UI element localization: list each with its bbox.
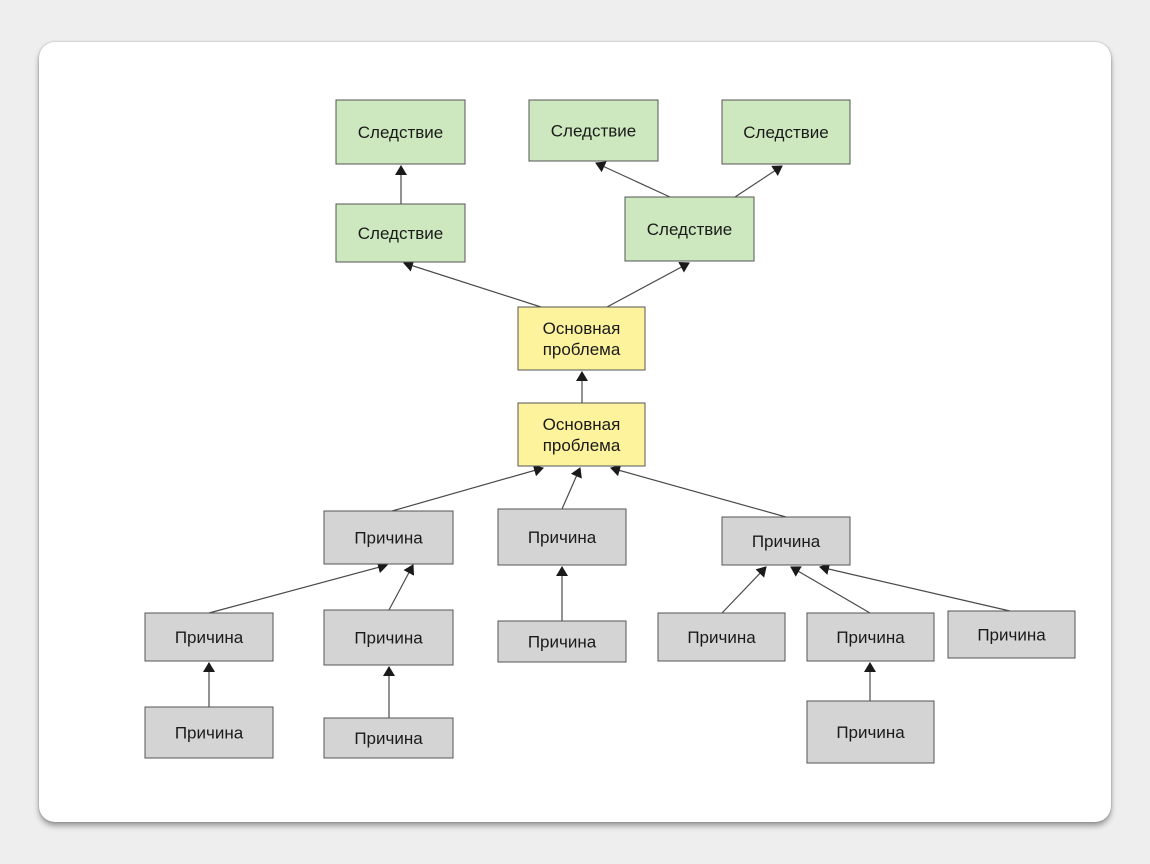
node-cause-1: Причина bbox=[323, 510, 454, 565]
cause-label: Причина bbox=[175, 724, 244, 743]
cause-box bbox=[497, 508, 627, 566]
cause-box bbox=[497, 620, 627, 663]
core-label: Основная bbox=[543, 319, 621, 338]
core-box bbox=[517, 306, 646, 371]
core-label: проблема bbox=[543, 436, 621, 455]
arrow-cause-10-to-cause-3 bbox=[819, 563, 1011, 612]
cause-box bbox=[144, 706, 274, 759]
node-cause-7: Причина bbox=[323, 717, 454, 759]
cause-label: Причина bbox=[175, 628, 244, 647]
cause-box bbox=[323, 717, 454, 759]
arrow-cause-8-to-cause-3 bbox=[721, 566, 767, 614]
cause-box bbox=[721, 516, 851, 566]
node-cause-3: Причина bbox=[721, 516, 851, 566]
cause-label: Причина bbox=[354, 629, 423, 648]
node-cause-11: Причина bbox=[947, 610, 1076, 659]
node-effect-5: Следствие bbox=[624, 196, 755, 262]
node-cause-10: Причина bbox=[657, 612, 786, 662]
cause-label: Причина bbox=[977, 626, 1046, 645]
effect-box bbox=[721, 99, 851, 165]
arrow-cause-3-to-core-2 bbox=[610, 464, 787, 518]
effect-label: Следствие bbox=[551, 122, 636, 141]
cause-label: Причина bbox=[687, 628, 756, 647]
node-effect-3: Следствие bbox=[528, 99, 659, 162]
arrow-cause-5-to-cause-1 bbox=[388, 564, 415, 611]
cause-label: Причина bbox=[528, 633, 597, 652]
cause-box bbox=[947, 610, 1076, 659]
arrow-cause-4-to-cause-1 bbox=[208, 561, 388, 614]
effect-box bbox=[335, 99, 466, 165]
node-cause-5: Причина bbox=[323, 609, 454, 666]
cause-label: Причина bbox=[752, 532, 821, 551]
cause-box bbox=[806, 612, 935, 662]
effect-label: Следствие bbox=[743, 123, 828, 142]
node-cause-4: Причина bbox=[144, 612, 274, 662]
core-box bbox=[517, 402, 646, 467]
cause-box bbox=[144, 612, 274, 662]
effect-label: Следствие bbox=[647, 220, 732, 239]
core-label: Основная bbox=[543, 415, 621, 434]
node-effect-1: Следствие bbox=[335, 99, 466, 165]
cause-label: Причина bbox=[354, 529, 423, 548]
arrow-core-1-to-effect-5 bbox=[606, 261, 690, 308]
effect-box bbox=[624, 196, 755, 262]
node-cause-6: Причина bbox=[144, 706, 274, 759]
node-effect-2: Следствие bbox=[335, 203, 466, 263]
node-cause-9: Причина bbox=[806, 612, 935, 662]
node-cause-12: Причина bbox=[806, 700, 935, 764]
effect-box bbox=[335, 203, 466, 263]
effect-box bbox=[528, 99, 659, 162]
arrow-core-1-to-effect-2 bbox=[403, 260, 542, 308]
cause-label: Причина bbox=[836, 628, 905, 647]
edges-layer bbox=[203, 161, 1011, 718]
effect-label: Следствие bbox=[358, 224, 443, 243]
arrow-cause-9-to-cause-3 bbox=[790, 566, 871, 614]
cause-label: Причина bbox=[354, 729, 423, 748]
cause-box bbox=[657, 612, 786, 662]
arrow-cause-2-to-core-2 bbox=[561, 467, 582, 510]
effect-label: Следствие bbox=[358, 123, 443, 142]
arrow-effect-5-to-effect-4 bbox=[734, 165, 783, 198]
node-cause-2: Причина bbox=[497, 508, 627, 566]
cause-box bbox=[806, 700, 935, 764]
node-core-1: Основная проблема bbox=[517, 306, 646, 371]
cause-label: Причина bbox=[528, 528, 597, 547]
node-effect-4: Следствие bbox=[721, 99, 851, 165]
cause-box bbox=[323, 609, 454, 666]
cause-label: Причина bbox=[836, 723, 905, 742]
core-label: проблема bbox=[543, 340, 621, 359]
node-cause-8: Причина bbox=[497, 620, 627, 663]
arrow-cause-1-to-core-2 bbox=[391, 464, 544, 512]
arrow-effect-5-to-effect-3 bbox=[595, 161, 671, 198]
cause-box bbox=[323, 510, 454, 565]
node-core-2: Основная проблема bbox=[517, 402, 646, 467]
